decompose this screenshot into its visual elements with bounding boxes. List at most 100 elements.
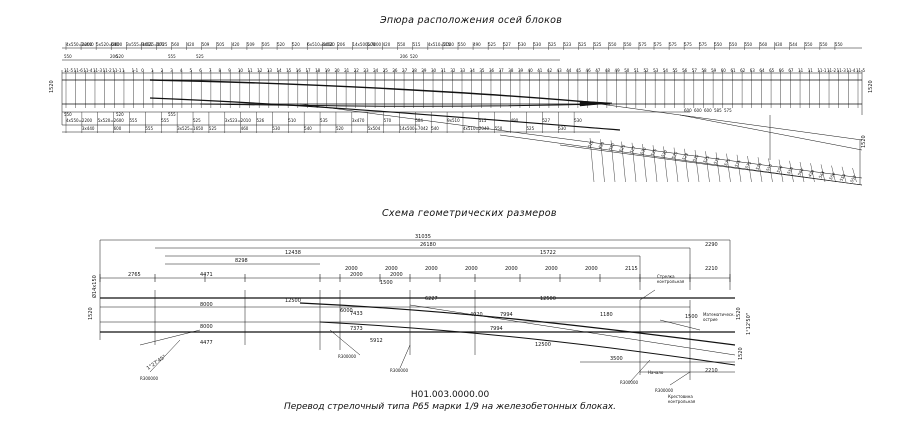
bottom-span-label: 530 [574, 118, 582, 123]
bottom-span-label: 555 [130, 118, 138, 123]
axis-number: 19 [325, 68, 331, 73]
diverging-tick [642, 143, 647, 183]
bottom-span-label: 526 [257, 118, 265, 123]
axis-number: 59 [711, 68, 717, 73]
diverging-span-label: 525 [692, 153, 700, 163]
diverging-tick [810, 163, 815, 183]
note-label: контрольная [657, 279, 685, 284]
bottom-span-label: 3x440 [82, 126, 95, 131]
axis-number: 51 [634, 68, 640, 73]
bottom-span-label: 520 [336, 126, 344, 131]
gauge-label: 1520 [88, 307, 94, 320]
diverging-tick [841, 166, 847, 183]
diverging-tick [652, 145, 658, 183]
drawing-code: Н01.003.0000.00 [410, 390, 490, 400]
top-span-label: 420 [187, 42, 195, 47]
diverging-span-label: 530 [660, 149, 668, 159]
sub-dim-label: 2000 [385, 266, 398, 272]
bottom-subspan-label: 520 [116, 112, 124, 117]
top-span-label: 527 [503, 42, 511, 47]
left-angle-label: 1°27'45" [146, 354, 168, 372]
axis-number: 41 [537, 68, 543, 73]
axis-number: 55 [672, 68, 678, 73]
top-span-label: 509 [202, 42, 210, 47]
mid-dim-label: 1500 [380, 280, 393, 286]
axis-number: 66 [779, 68, 785, 73]
bottom-span-label: 5x504 [368, 126, 381, 131]
axis-number: 11-3 [837, 68, 847, 73]
sub-dim-label: 2000 [345, 266, 358, 272]
top-span-label: 6x510=3060 [307, 42, 334, 47]
axis-number: 40 [528, 68, 534, 73]
top-span-label: 550 [729, 42, 737, 47]
top-span-label: 3x555=1665 [126, 42, 153, 47]
diverging-span-label: 430 [807, 168, 815, 178]
axis-number: 11-3 [93, 68, 103, 73]
top-span-label: 575 [669, 42, 677, 47]
axis-number: 31 [441, 68, 447, 73]
top-span-label: 575 [639, 42, 647, 47]
axis-number: 58 [701, 68, 707, 73]
bottom-span-label: 490 [511, 118, 519, 123]
note-label: Математическ. [703, 312, 735, 317]
top-span-label: 430 [775, 42, 783, 47]
right-block-label: 585 [714, 108, 722, 113]
axis-number: 32 [450, 68, 456, 73]
bottom-span-label: 3x525=1650 [177, 126, 204, 131]
axis-number: 65 [769, 68, 775, 73]
top-span-label: 600 [111, 42, 119, 47]
axis-number: 22 [354, 68, 360, 73]
marker-1: Ø14x150 [91, 275, 98, 298]
sub-dim-label: 2290 [705, 242, 718, 248]
diverging-tick [663, 146, 668, 183]
top-subspan-label: 550 [64, 54, 72, 59]
axis-number: 8 [219, 68, 222, 73]
diverging-span-label: 550 [849, 174, 857, 184]
diverging-span-label: 575 [723, 157, 731, 167]
top-subspan-label: 206 [400, 54, 408, 59]
axis-number: 62 [740, 68, 746, 73]
top-span-label: 523 [564, 42, 572, 47]
axis-number: 47 [595, 68, 601, 73]
mid-dim-label: 12500 [285, 298, 301, 304]
axis-number: 18 [315, 68, 321, 73]
diverging-span-label: 525 [702, 154, 710, 164]
diverging-span-label: 490 [597, 140, 605, 150]
diverging-span-label: 550 [776, 164, 784, 174]
axis-number: 53 [653, 68, 659, 73]
sub-dim-label: 2210 [705, 266, 718, 272]
top-subspan-label: 520 [116, 54, 124, 59]
axis-number: 60 [721, 68, 727, 73]
mid-dim-label: 2210 [705, 368, 718, 374]
diverging-span-label: 535 [650, 147, 658, 157]
sub-dim-label: 2000 [350, 272, 363, 278]
diverging-tick [673, 147, 679, 183]
note-label: Начало [648, 370, 664, 375]
block-dim-label: 5912 [370, 338, 383, 344]
diverging-span-label: 525 [618, 143, 626, 153]
note-label: острие [703, 317, 718, 322]
overall-dim-label: 15722 [540, 250, 556, 256]
bottom-span-label: 540 [304, 126, 312, 131]
diverging-tick [684, 148, 689, 183]
sub-dim-label: 2000 [585, 266, 598, 272]
top-span-label: 525 [594, 42, 602, 47]
axis-number: 15 [286, 68, 292, 73]
mid-dim-label: 7994 [490, 326, 503, 332]
mid-dim-label: 12500 [535, 342, 551, 348]
axis-number: 1 [122, 68, 125, 73]
top-span-label: 4x550=2200 [66, 42, 93, 47]
right-block-label: 600 [704, 108, 712, 113]
axis-number: 9 [228, 68, 231, 73]
bottom-span-label: 3x470 [352, 118, 365, 123]
axis-number: 38 [508, 68, 514, 73]
axis-number: 11-2 [103, 68, 113, 73]
axis-number: 26 [392, 68, 398, 73]
sub-dim-label: 2115 [625, 266, 638, 272]
axis-number: 64 [759, 68, 765, 73]
diverging-tick [726, 153, 731, 183]
top-span-label: 9x525=4725 [141, 42, 168, 47]
top-span-label: 505 [217, 42, 225, 47]
